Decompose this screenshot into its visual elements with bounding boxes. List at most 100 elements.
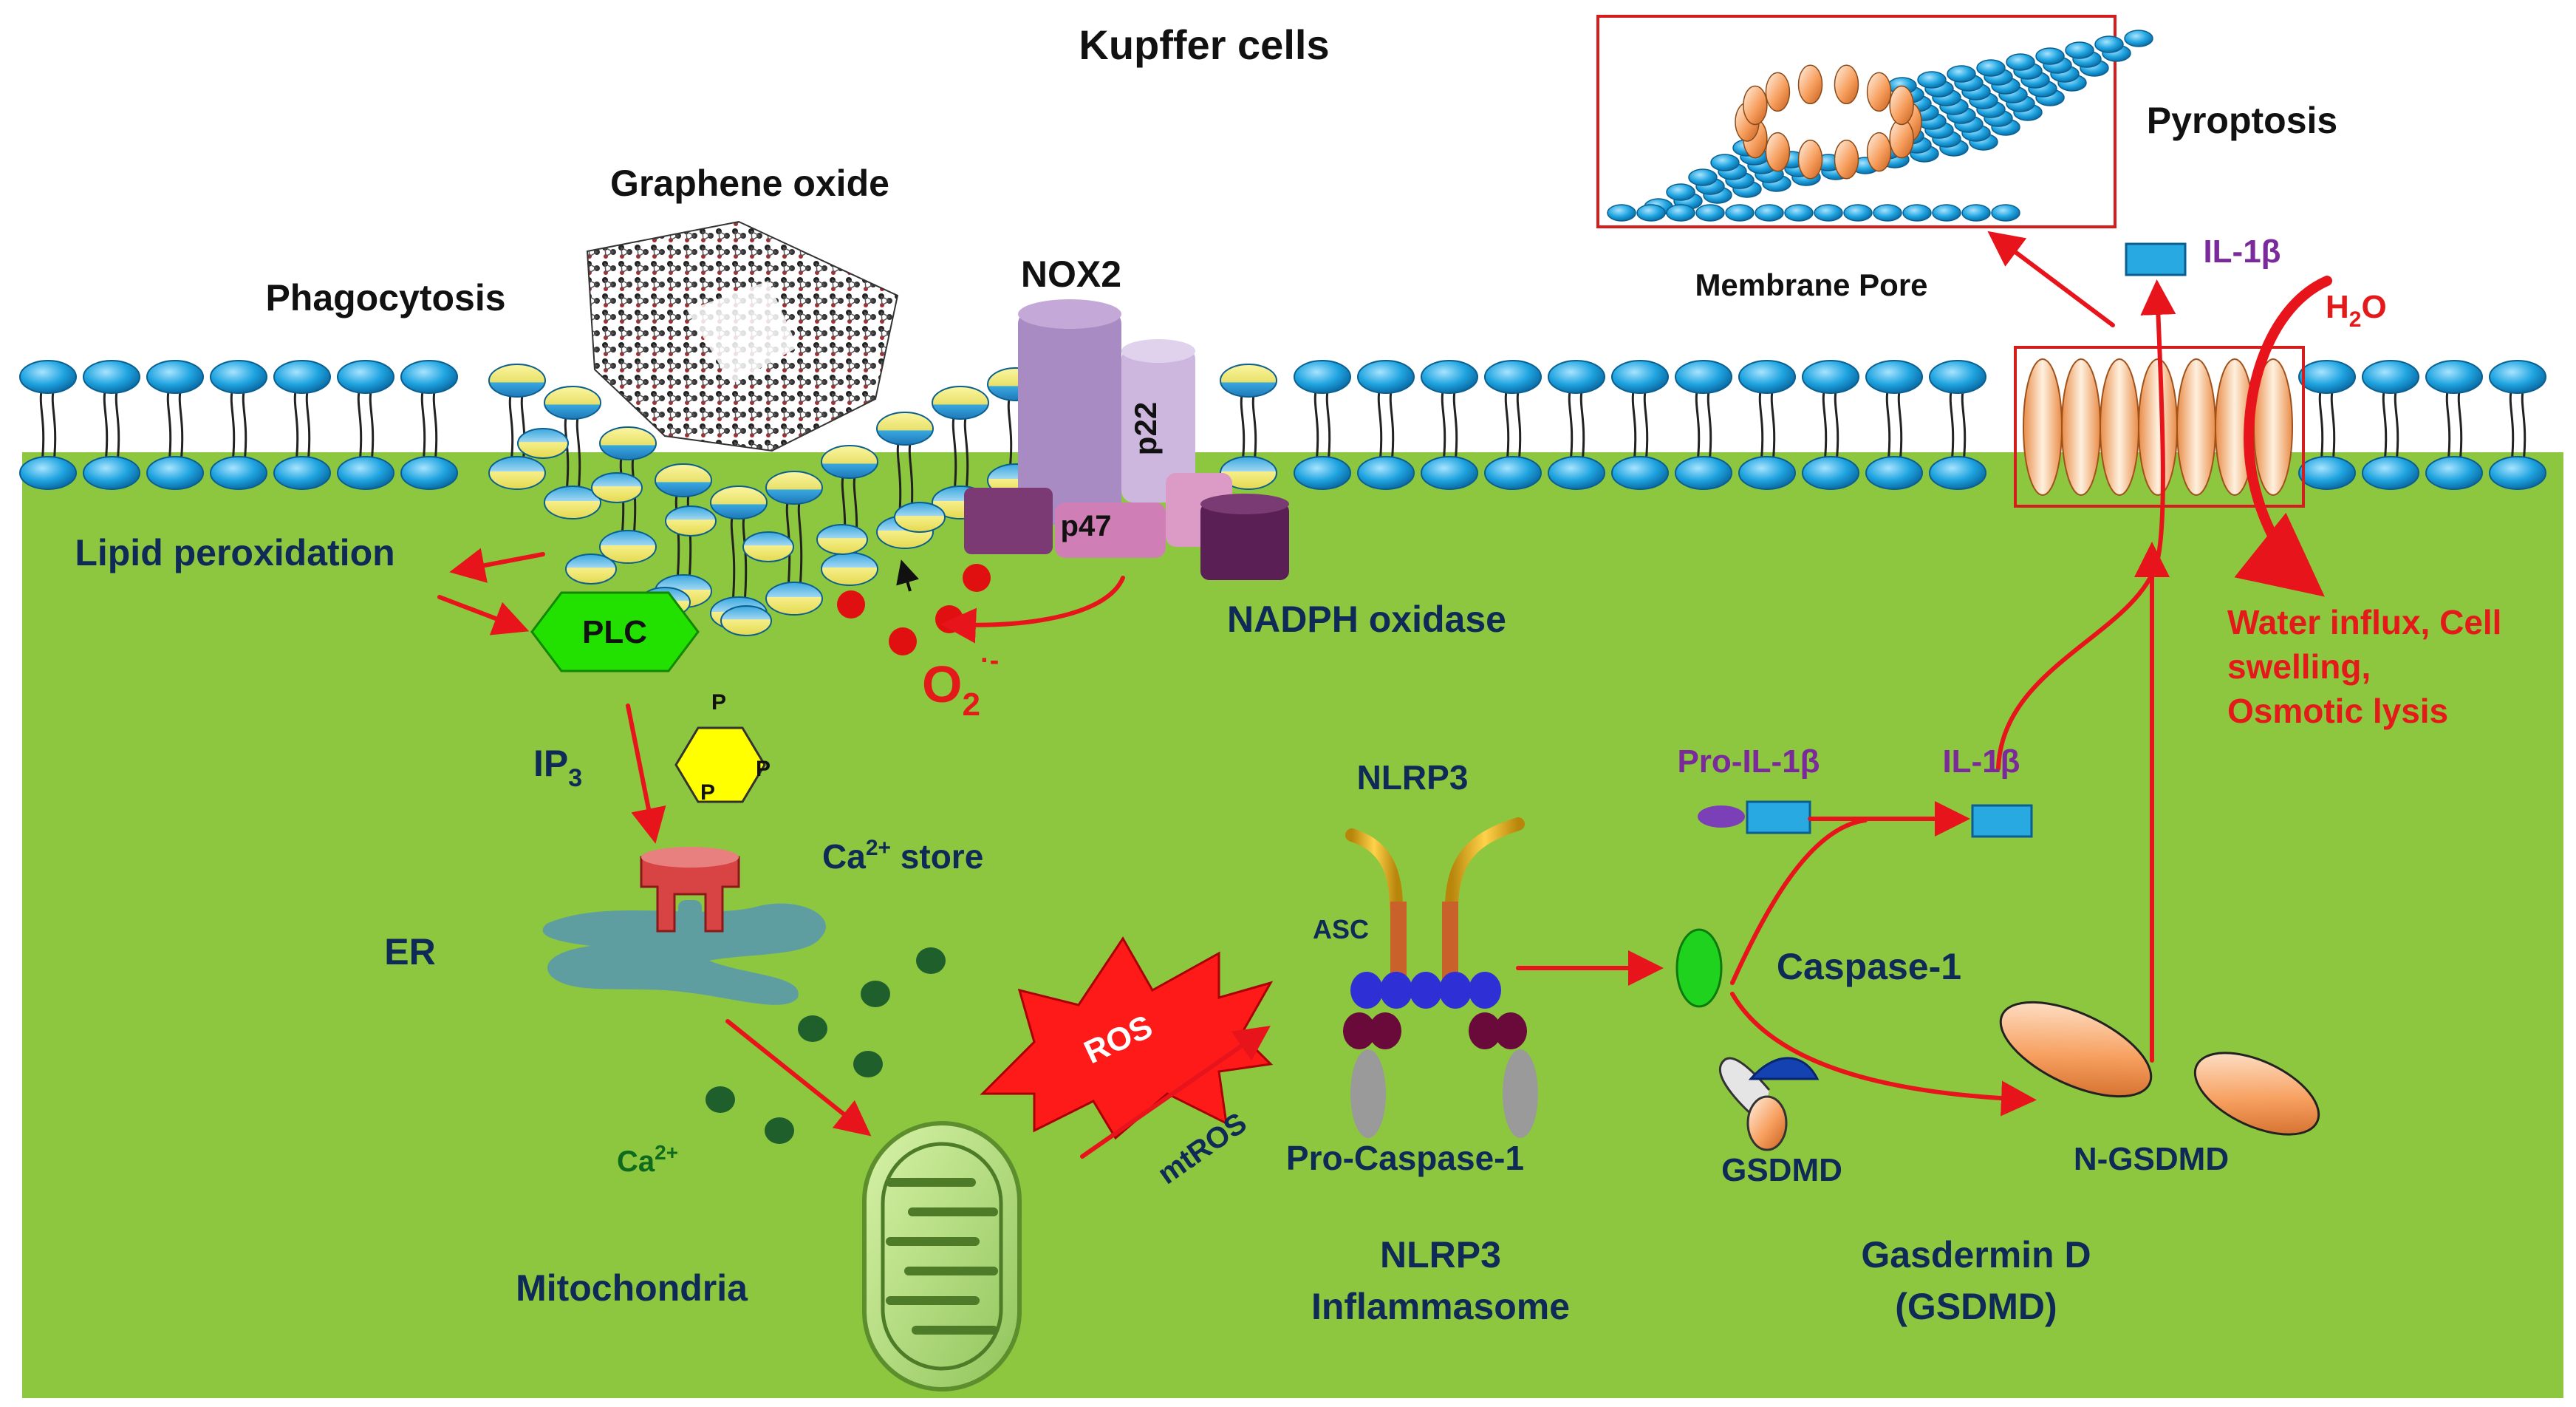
inset-lipid-head [1784,204,1814,222]
lipid-head [1548,360,1605,394]
nox2-complex [964,299,1289,580]
lipid-head [337,456,394,490]
mitochondrion [862,1121,1022,1391]
lipid-head [1865,456,1923,490]
inset-lipid-head [1725,204,1755,222]
lipid-head [83,360,140,394]
nox2-label: NOX2 [1021,253,1121,295]
lipid-head [2362,456,2419,490]
ip3-hexagon [674,726,766,803]
lipid-head [2425,456,2483,490]
inset-lipid-head [1843,204,1873,222]
lipid-head [710,486,768,519]
caspase1-label: Caspase-1 [1777,946,1961,987]
lipid-head [210,360,267,394]
lipid-head [1675,456,1732,490]
n-gsdmd-shape-2 [2193,1052,2320,1136]
nlrp3-inflammasome-label-1: NLRP3 [1380,1234,1501,1275]
water-influx-label-1: Water influx, Cell [2227,603,2501,641]
mitochondria-label: Mitochondria [516,1267,748,1309]
lipid-head [337,360,394,394]
inset-pore-subunit [1743,85,1768,126]
inset-lipid-head [1917,71,1947,89]
lipid-head [1929,360,1986,394]
inset-lipid-head [1873,204,1902,222]
caspase1-shape [1675,928,1723,1008]
lipid-head [1611,456,1669,490]
pyroptosis-membrane-inset [1607,30,2153,222]
lipid-head [599,530,657,564]
lipid-head [742,531,794,562]
water-flow-arrows [2234,276,2332,597]
ip3-label: IP3 [533,743,582,792]
lipid-head [1220,364,1277,398]
n-gsdmd-shape-1 [1999,1001,2153,1098]
lipid-head [1675,360,1732,394]
water-influx-label-2: swelling, [2227,647,2371,686]
lipid-head [488,364,546,398]
lipid-head [599,426,657,460]
gsdmd-membrane-pore [2023,358,2293,496]
lipid-head [2425,360,2483,394]
pyroptosis-label: Pyroptosis [2147,100,2337,141]
pathway-arrows [437,231,2176,1159]
nlrp3-inflammasome-label-2: Inflammasome [1311,1286,1570,1327]
inset-pore-subunit [1765,72,1791,112]
inset-pore-subunit [1889,118,1914,159]
graphene-oxide-sheet [586,220,899,452]
lipid-head [655,463,712,497]
lipid-head [1865,360,1923,394]
lipid-head [591,472,643,503]
lipid-head [1357,360,1415,394]
inset-pore-subunit [1765,132,1791,172]
lipid-head [932,386,989,420]
lipid-peroxidation-label: Lipid peroxidation [75,532,394,573]
inset-lipid-head [1636,204,1666,222]
lipid-head [1421,456,1478,490]
o2-to-membrane-arrow [896,559,919,592]
lipid-head [544,486,601,519]
lipid-head [2298,456,2356,490]
lipid-head [1929,456,1986,490]
lipid-head [517,428,569,459]
lipid-head [665,505,717,536]
nlrp3-inflammasome-structure [1343,817,1538,1138]
pro-caspase1-label: Pro-Caspase-1 [1286,1139,1524,1177]
phosphate-label-1: P [711,690,726,715]
phosphate-label-2: P [756,757,771,781]
nox2-gp91 [1018,310,1121,525]
asc-label: ASC [1313,914,1369,944]
lipid-head [1611,360,1669,394]
lipid-head [146,456,204,490]
er-organelle [542,903,826,1005]
nox2-dark-subunit [1200,502,1289,580]
membrane-pore-label: Membrane Pore [1695,268,1927,302]
lipid-head [894,502,946,533]
lipid-head [2298,360,2356,394]
inset-pore-subunit [1797,139,1823,180]
lipid-head [273,360,331,394]
lipid-head [1294,360,1351,394]
gsdmd-shape [1718,1057,1820,1151]
lipid-head [1294,456,1351,490]
il1b-shape-outside [2125,242,2187,276]
lipid-head [821,552,878,586]
p47-label: p47 [1061,510,1112,542]
lipid-head [1802,456,1859,490]
pro-il1b-label: Pro-IL-1β [1677,743,1820,780]
inset-lipid-head [1666,204,1695,222]
lipid-head [1802,360,1859,394]
inset-lipid-head [2035,47,2065,65]
inset-lipid-head [1688,168,1718,186]
plc-hexagon [530,591,700,672]
lipid-head [1421,360,1478,394]
inset-lipid-head [1710,154,1740,171]
phagocytosis-label: Phagocytosis [265,277,505,318]
nadph-oxidase-label: NADPH oxidase [1227,599,1506,640]
lipid-head [1738,456,1796,490]
pore-subunit [2061,358,2101,496]
lipid-head [765,582,823,616]
lipid-head [720,605,772,636]
water-label: H2O [2326,289,2387,332]
lipid-head [816,524,868,555]
